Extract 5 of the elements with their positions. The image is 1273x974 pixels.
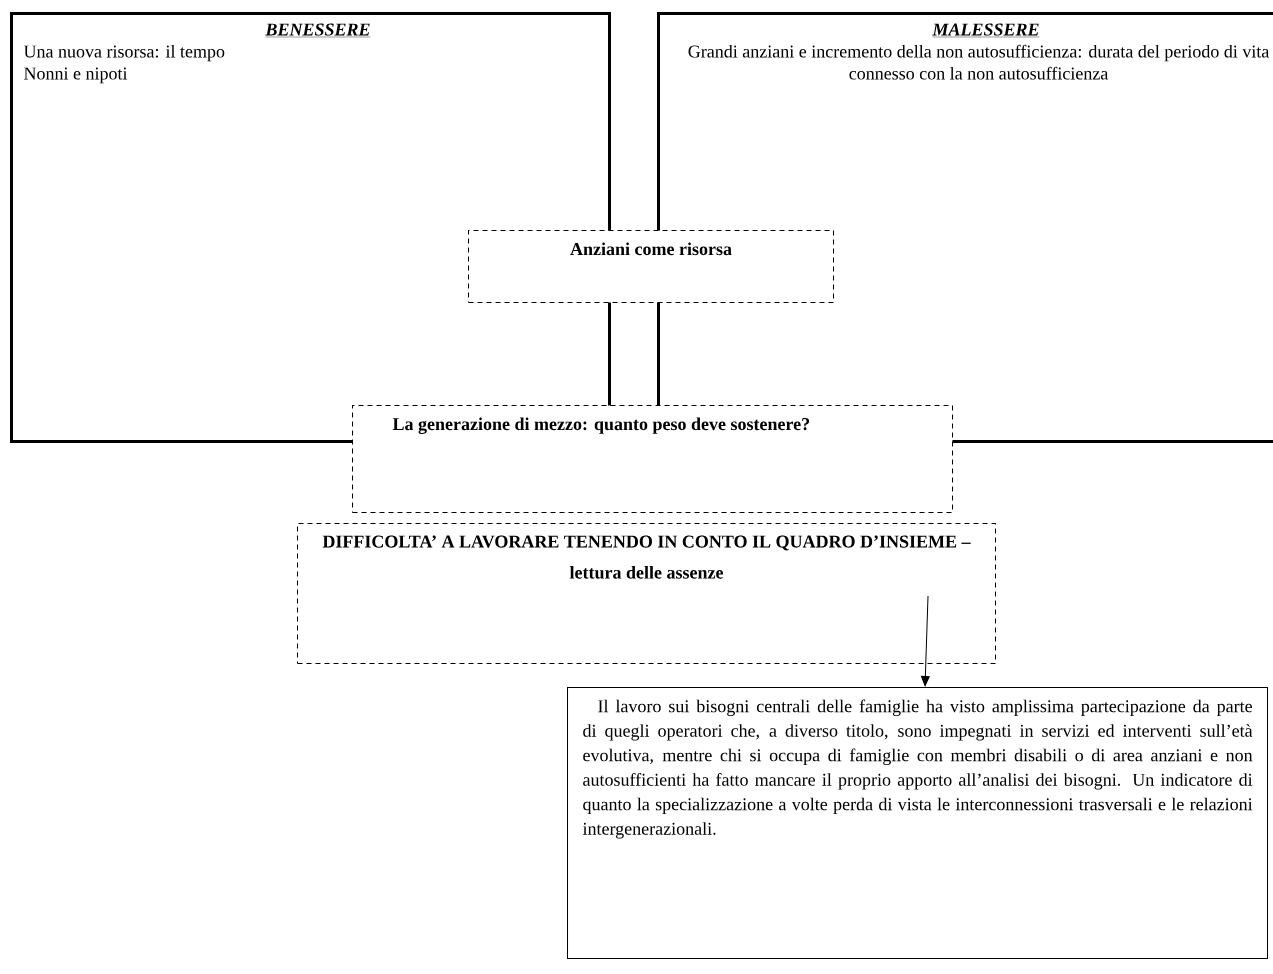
dashed-box: DIFFICOLTA’ A LAVORARE TENENDO IN CONTO IL QUADRO D’INSIEME – lettura delle assenze <box>297 523 996 664</box>
arrow <box>921 595 930 687</box>
dashed-box: La generazione di mezzo: quanto peso deve sostenere? <box>352 405 953 513</box>
text-box: Il lavoro sui bisogni centrali delle famiglie ha visto amplissima partecipazione da parte di quegli operatori che, a diverso titolo, sono impegnati in servizi ed interventi sull’età evolutiva, mentre chi si occupa di famiglie con membri disabili o di area anziani e non autosufficienti ha fatto mancare il proprio apporto all’analisi dei bisogni. Un indicatore di quanto la specializzazione a volte perda di vista le interconnessioni trasversali e le relazioni intergenerazionali. <box>567 687 1268 959</box>
dashed-box: Anziani come risorsa <box>468 230 834 303</box>
